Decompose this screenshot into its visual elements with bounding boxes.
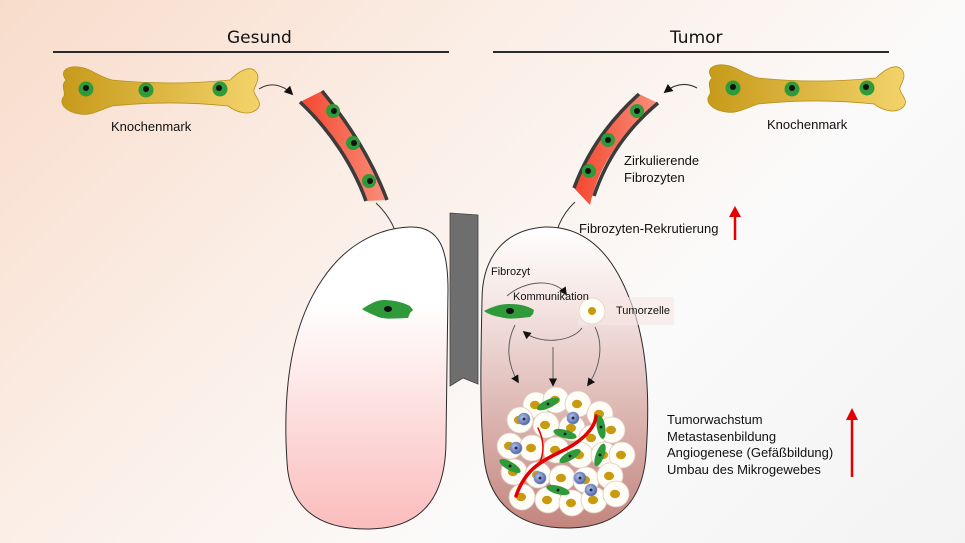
- tumor-cell-nucleus: [586, 433, 596, 443]
- tumor-cell-nucleus: [540, 420, 550, 430]
- tumor-cell-icon: [578, 297, 674, 325]
- fibrocyte-precursor-cells: [78, 81, 228, 98]
- right-bone-marrow: [707, 64, 906, 113]
- immune-cell-nucleus: [538, 476, 542, 480]
- fibrocyte-nucleus: [563, 432, 567, 436]
- fibrocyte-nucleus: [598, 453, 602, 457]
- circulating-fibrocytes-label: Zirkulierende Fibrozyten: [624, 152, 699, 186]
- circulating-label-line1: Zirkulierende: [624, 153, 700, 168]
- tumor-cell-nucleus: [566, 423, 576, 433]
- tumor-cell-nucleus: [606, 425, 616, 435]
- arrow-to-tumor-left: [508, 324, 519, 384]
- effects-increase-arrowhead: [846, 408, 858, 420]
- effect-item: Angiogenese (Gefäßbildung): [667, 445, 834, 460]
- tumor-cell-nucleus: [566, 498, 576, 508]
- communication-label: Kommunikation: [513, 291, 589, 303]
- tumor-cell-label: Tumorzelle: [616, 305, 670, 317]
- fibrocyte-in-tumor-lung: [484, 304, 534, 319]
- tumor-cell-nucleus: [516, 492, 526, 502]
- effect-item: Tumorwachstum: [667, 412, 763, 427]
- fibrocyte-nucleus: [508, 464, 512, 468]
- left-bone-label: Knochenmark: [111, 119, 192, 134]
- fibrocyte-in-healthy-lung: [362, 300, 413, 319]
- fibrocyte-nucleus: [599, 425, 603, 429]
- arrow-bone-to-vessel-right: [663, 83, 698, 94]
- fibrocyte-nucleus: [546, 402, 550, 406]
- trachea: [449, 212, 479, 387]
- tumor-cell-nucleus: [610, 489, 620, 499]
- tumor-cell-nucleus: [542, 495, 552, 505]
- tumor-cell-nucleus: [616, 450, 626, 460]
- blood-vessel-in-tumor: [514, 414, 598, 498]
- bone-shape: [707, 64, 906, 113]
- arrow-communication-forward: [506, 282, 567, 297]
- effect-item: Metastasenbildung: [667, 428, 777, 444]
- healthy-lung: [285, 226, 449, 530]
- tumor-cell-nucleus: [556, 473, 566, 483]
- vessel-wall: [592, 101, 660, 197]
- tumor-cell-nucleus: [588, 495, 598, 505]
- immune-cell-nucleus: [522, 417, 526, 421]
- blood-vessel-branch: [537, 427, 544, 463]
- vessel-lumen: [300, 91, 387, 201]
- fibrocyte-precursor-cells: [725, 80, 875, 97]
- immune-cell-nucleus: [578, 476, 582, 480]
- arrow-to-tumor-right: [587, 326, 601, 387]
- circulating-label-line2: Fibrozyten: [624, 170, 685, 185]
- effect-item: Umbau des Mikrogewebes: [667, 461, 821, 477]
- right-panel-title: Tumor: [670, 28, 723, 48]
- right-bone-label: Knochenmark: [767, 117, 848, 132]
- tumor-cell-nucleus: [526, 443, 536, 453]
- right-blood-vessel: [572, 92, 660, 205]
- tumor-cell-nucleus: [572, 399, 582, 409]
- effects-list: Tumorwachstum Metastasenbildung Angiogen…: [667, 412, 833, 478]
- fibrocyte-nucleus: [556, 488, 560, 492]
- immune-cell-nucleus: [514, 446, 518, 450]
- immune-cell-nucleus: [571, 416, 575, 420]
- left-panel-title: Gesund: [227, 28, 292, 48]
- left-bone-marrow: [61, 66, 260, 115]
- tumor-cell-nucleus: [604, 471, 614, 481]
- bone-shape: [61, 66, 260, 115]
- vessel-wall: [572, 92, 641, 189]
- recruitment-increase-arrowhead: [729, 206, 741, 217]
- fibrocyte-nucleus: [568, 454, 572, 458]
- tumor-mass: [496, 386, 636, 517]
- arrow-communication-back: [522, 327, 583, 341]
- immune-cell-nucleus: [589, 488, 593, 492]
- recruitment-label: Fibrozyten-Rekrutierung: [579, 221, 719, 236]
- vessel-wall: [298, 100, 368, 202]
- arrow-bone-to-vessel-left: [258, 84, 294, 96]
- left-blood-vessel: [298, 89, 389, 202]
- fibrocyte-label: Fibrozyt: [491, 266, 531, 278]
